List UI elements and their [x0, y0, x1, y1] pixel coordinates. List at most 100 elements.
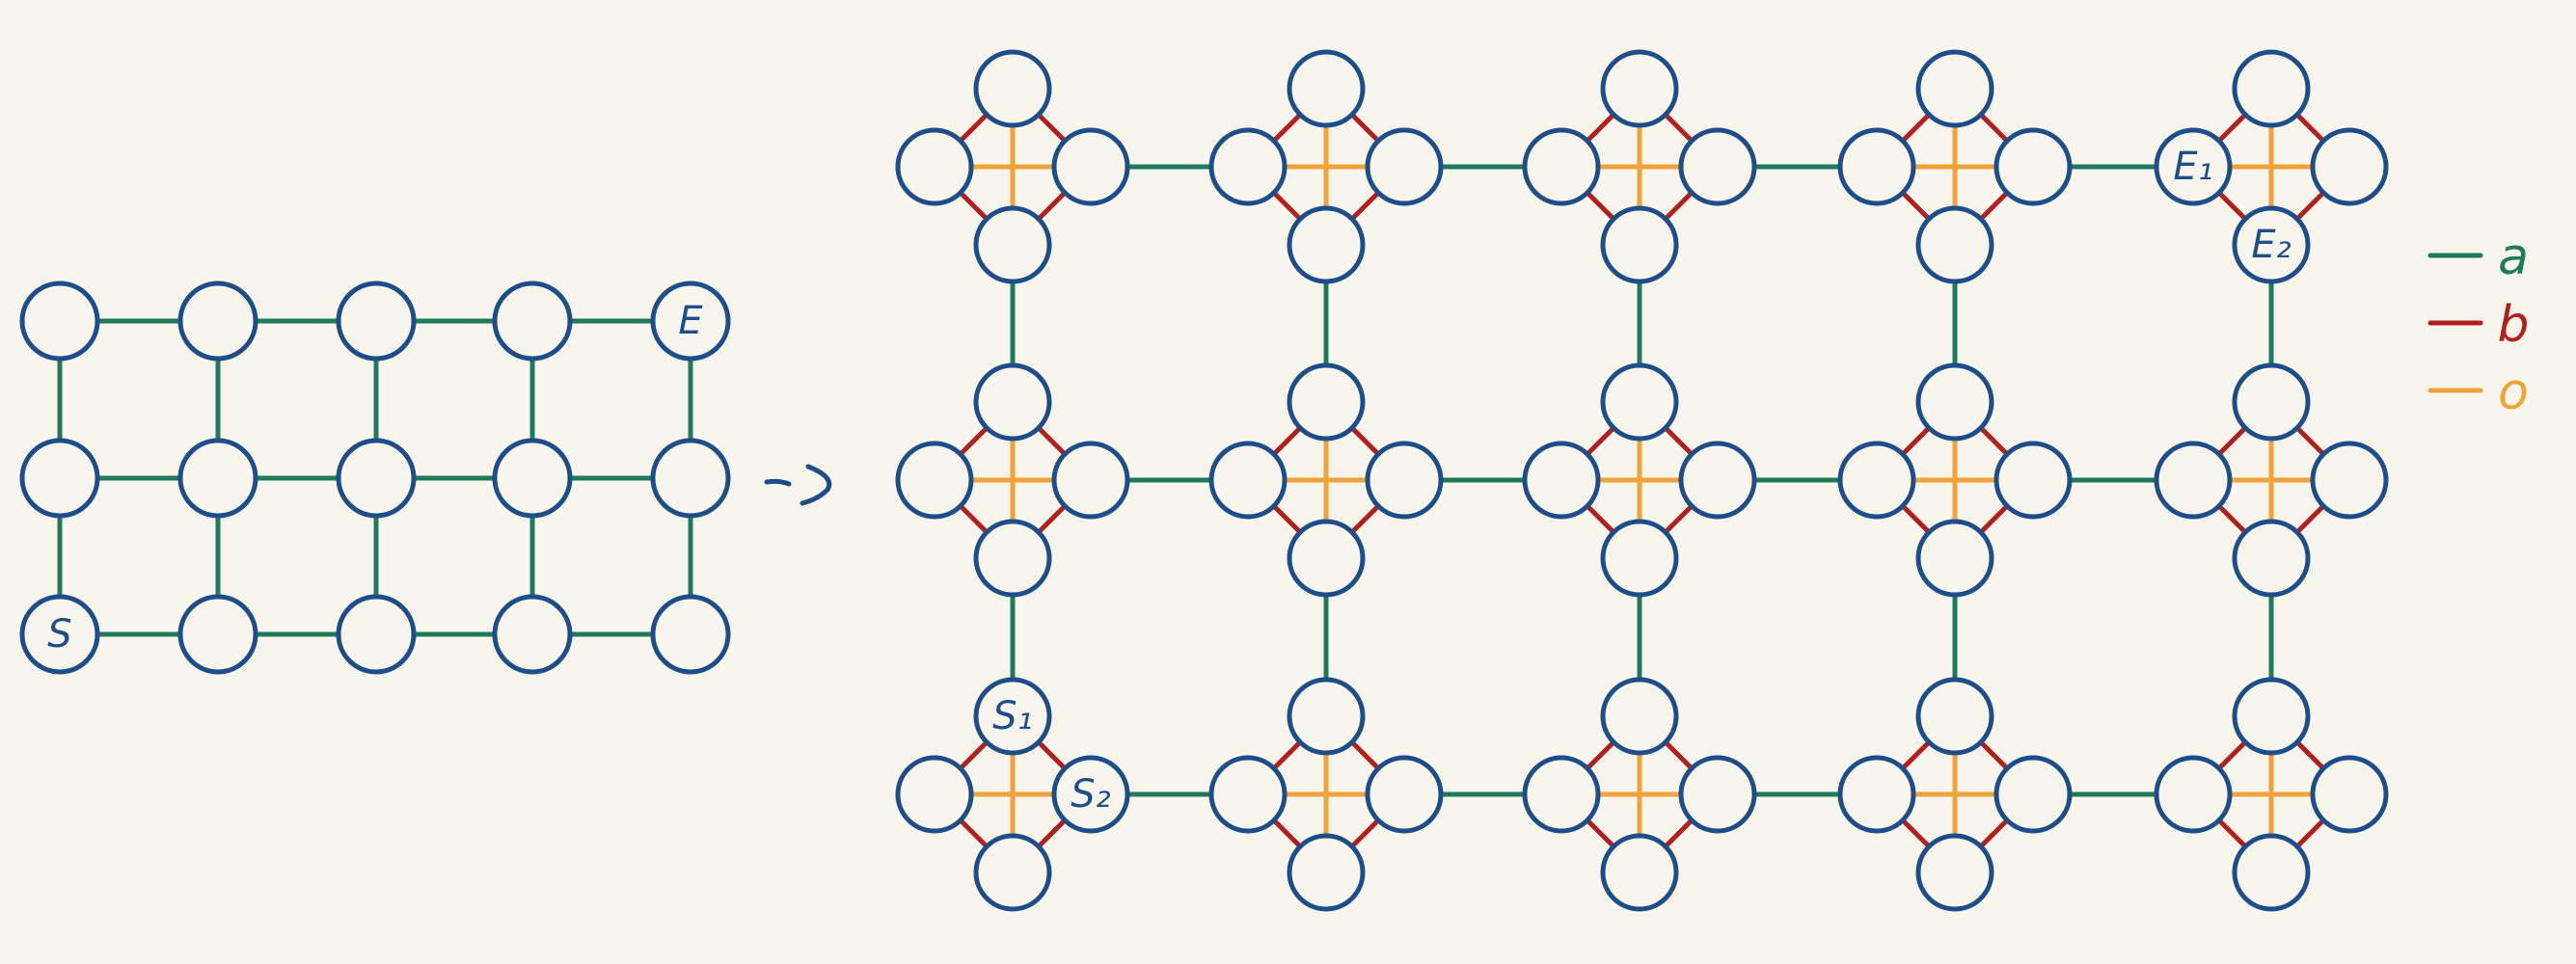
petal-node-bottom — [1287, 205, 1366, 284]
petal-node-bottom — [2232, 205, 2311, 284]
petal-node-right — [1365, 441, 1444, 520]
edge-b — [1349, 817, 1381, 849]
edge-b — [1036, 190, 1068, 222]
edge-b — [1271, 503, 1303, 535]
edge-b — [1585, 503, 1616, 535]
cluster — [1837, 362, 2073, 598]
edge-b — [2294, 190, 2326, 222]
edge-b — [1585, 817, 1616, 849]
edge-b — [958, 190, 990, 222]
edge-b — [2216, 112, 2248, 144]
edge-b — [958, 112, 990, 144]
petal-node-right — [1678, 441, 1757, 520]
left-node — [19, 438, 100, 519]
petal-node-top — [1287, 49, 1366, 128]
petal-node-right — [2310, 441, 2389, 520]
edge-b — [1663, 112, 1695, 144]
edge-b — [1349, 739, 1381, 771]
edge-b — [2216, 425, 2248, 457]
edge-b — [958, 817, 990, 849]
petal-node-bottom — [1600, 833, 1679, 912]
petal-node-left — [895, 441, 974, 520]
edge-b — [1271, 739, 1303, 771]
petal-node-right — [1051, 441, 1130, 520]
left-node — [177, 594, 258, 675]
edge-b — [1271, 425, 1303, 457]
cluster — [1837, 49, 2073, 284]
petal-node-bottom — [973, 519, 1052, 598]
petal-node-top — [1915, 49, 1994, 128]
edge-b — [2294, 112, 2326, 144]
edge-b — [2294, 739, 2326, 771]
cluster — [1208, 677, 1444, 912]
petal-node-left — [895, 127, 974, 206]
cluster — [1208, 362, 1444, 598]
petal-node-bottom — [973, 833, 1052, 912]
cluster — [895, 677, 1130, 912]
edge-b — [1271, 817, 1303, 849]
node-label: E — [678, 299, 703, 343]
edge-b — [1349, 503, 1381, 535]
left-node — [19, 594, 100, 675]
petal-node-bottom — [1915, 833, 1994, 912]
legend-label-a: a — [2498, 228, 2529, 286]
edge-b — [1271, 112, 1303, 144]
petal-node-right — [1051, 755, 1130, 834]
edge-b — [1036, 739, 1068, 771]
edge-b — [2216, 503, 2248, 535]
petal-node-left — [1522, 755, 1601, 834]
left-node — [177, 281, 258, 362]
petal-node-bottom — [973, 205, 1052, 284]
left-node — [336, 281, 417, 362]
petal-node-bottom — [1915, 205, 1994, 284]
node-label: E₂ — [2251, 223, 2291, 267]
petal-node-top — [1915, 677, 1994, 756]
petal-node-top — [973, 49, 1052, 128]
left-node — [492, 281, 573, 362]
left-node — [492, 594, 573, 675]
edge-b — [1900, 190, 1932, 222]
petal-node-right — [1365, 755, 1444, 834]
node-label: S — [47, 612, 71, 656]
edge-b — [958, 425, 990, 457]
petal-node-top — [1600, 677, 1679, 756]
petal-node-left — [2154, 127, 2233, 206]
node-label: S₂ — [1071, 772, 1110, 817]
transformation-arrow: -> — [764, 464, 832, 506]
left-node — [177, 438, 258, 519]
left-node — [336, 438, 417, 519]
edge-b — [1271, 190, 1303, 222]
petal-node-bottom — [1287, 833, 1366, 912]
edge-b — [1900, 503, 1932, 535]
edge-b — [1663, 503, 1695, 535]
edge-b — [1349, 112, 1381, 144]
left-node — [19, 281, 100, 362]
petal-node-bottom — [2232, 519, 2311, 598]
legend-label-b: b — [2497, 296, 2529, 354]
edge-b — [1663, 425, 1695, 457]
edge-b — [2216, 739, 2248, 771]
cluster — [2154, 362, 2389, 598]
arrow-shape — [764, 464, 832, 506]
edge-b — [958, 739, 990, 771]
edge-b — [1900, 739, 1932, 771]
edge-b — [1036, 112, 1068, 144]
petal-node-right — [2310, 127, 2389, 206]
legend-label-o: o — [2498, 363, 2529, 421]
petal-node-top — [1915, 362, 1994, 442]
petal-node-top — [1287, 677, 1366, 756]
petal-node-left — [1522, 441, 1601, 520]
petal-node-top — [973, 677, 1052, 756]
edge-b — [1900, 817, 1932, 849]
petal-node-bottom — [1915, 519, 1994, 598]
cluster — [1837, 677, 2073, 912]
petal-node-left — [1208, 441, 1288, 520]
petal-node-top — [2232, 49, 2311, 128]
left-node — [650, 594, 731, 675]
petal-node-left — [1522, 127, 1601, 206]
cluster — [1522, 362, 1757, 598]
cluster — [1208, 49, 1444, 284]
edge-b — [1036, 503, 1068, 535]
petal-node-left — [1208, 127, 1288, 206]
